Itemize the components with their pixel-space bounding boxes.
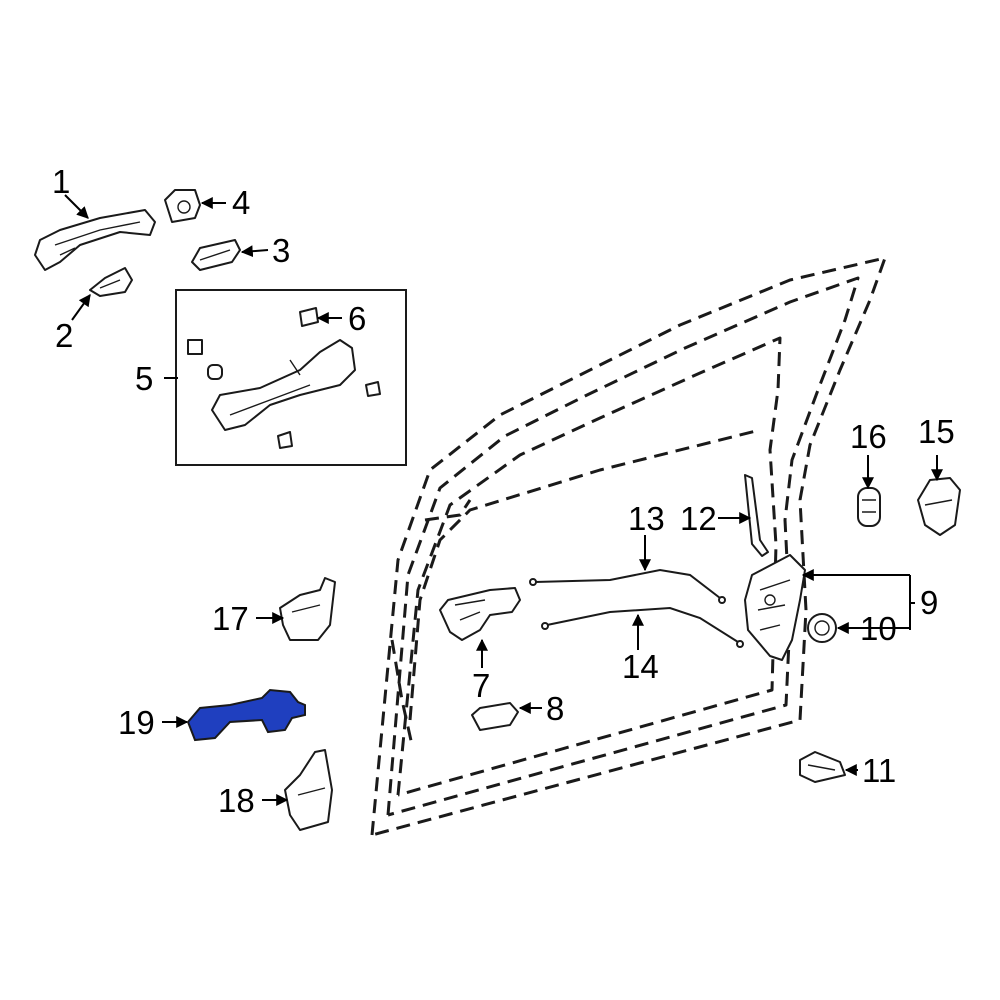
part-10-grommet: [807, 613, 837, 643]
part-5-handle-frame-box: [175, 289, 407, 466]
part-19-door-check: [186, 688, 306, 742]
part-3-cover-pad: [191, 239, 241, 271]
callout-10: 10: [860, 610, 897, 647]
callout-5: 5: [135, 360, 153, 397]
part-1-outside-handle: [34, 209, 156, 271]
callout-16: 16: [850, 418, 887, 455]
callout-12: 12: [680, 500, 717, 537]
part-9-lock-assembly: [744, 554, 806, 661]
callout-labels: 1 2 3 4 5 6 7 8 9 10 11 12 13 14 15 16 1…: [52, 163, 955, 819]
part-8-bezel: [471, 702, 519, 731]
callout-1: 1: [52, 163, 70, 200]
part-15-bracket: [917, 477, 961, 536]
part-18-lower-hinge: [284, 749, 333, 831]
part-17-upper-hinge: [279, 577, 336, 641]
callout-3: 3: [272, 232, 290, 269]
part-16-switch: [857, 487, 881, 527]
callout-6: 6: [348, 300, 366, 337]
callout-11: 11: [862, 752, 896, 789]
part-11-striker: [799, 751, 846, 783]
callout-19: 19: [118, 704, 155, 741]
part-12-lock-rod: [744, 474, 769, 557]
part-2-handle-pad: [89, 267, 133, 297]
callout-2: 2: [55, 317, 73, 354]
part-13-cable: [529, 568, 726, 604]
callout-17: 17: [212, 600, 249, 637]
callout-14: 14: [622, 648, 659, 685]
callout-15: 15: [918, 413, 955, 450]
part-4-handle-cap: [164, 189, 201, 223]
leader-lines: [64, 194, 943, 806]
callout-7: 7: [472, 667, 490, 704]
callout-18: 18: [218, 782, 255, 819]
callout-9: 9: [920, 584, 938, 621]
callout-8: 8: [546, 690, 564, 727]
callout-13: 13: [628, 500, 665, 537]
door-shell-outline: [370, 256, 887, 837]
part-14-cable: [541, 606, 744, 648]
part-7-inside-handle: [439, 587, 521, 641]
callout-4: 4: [232, 184, 250, 221]
